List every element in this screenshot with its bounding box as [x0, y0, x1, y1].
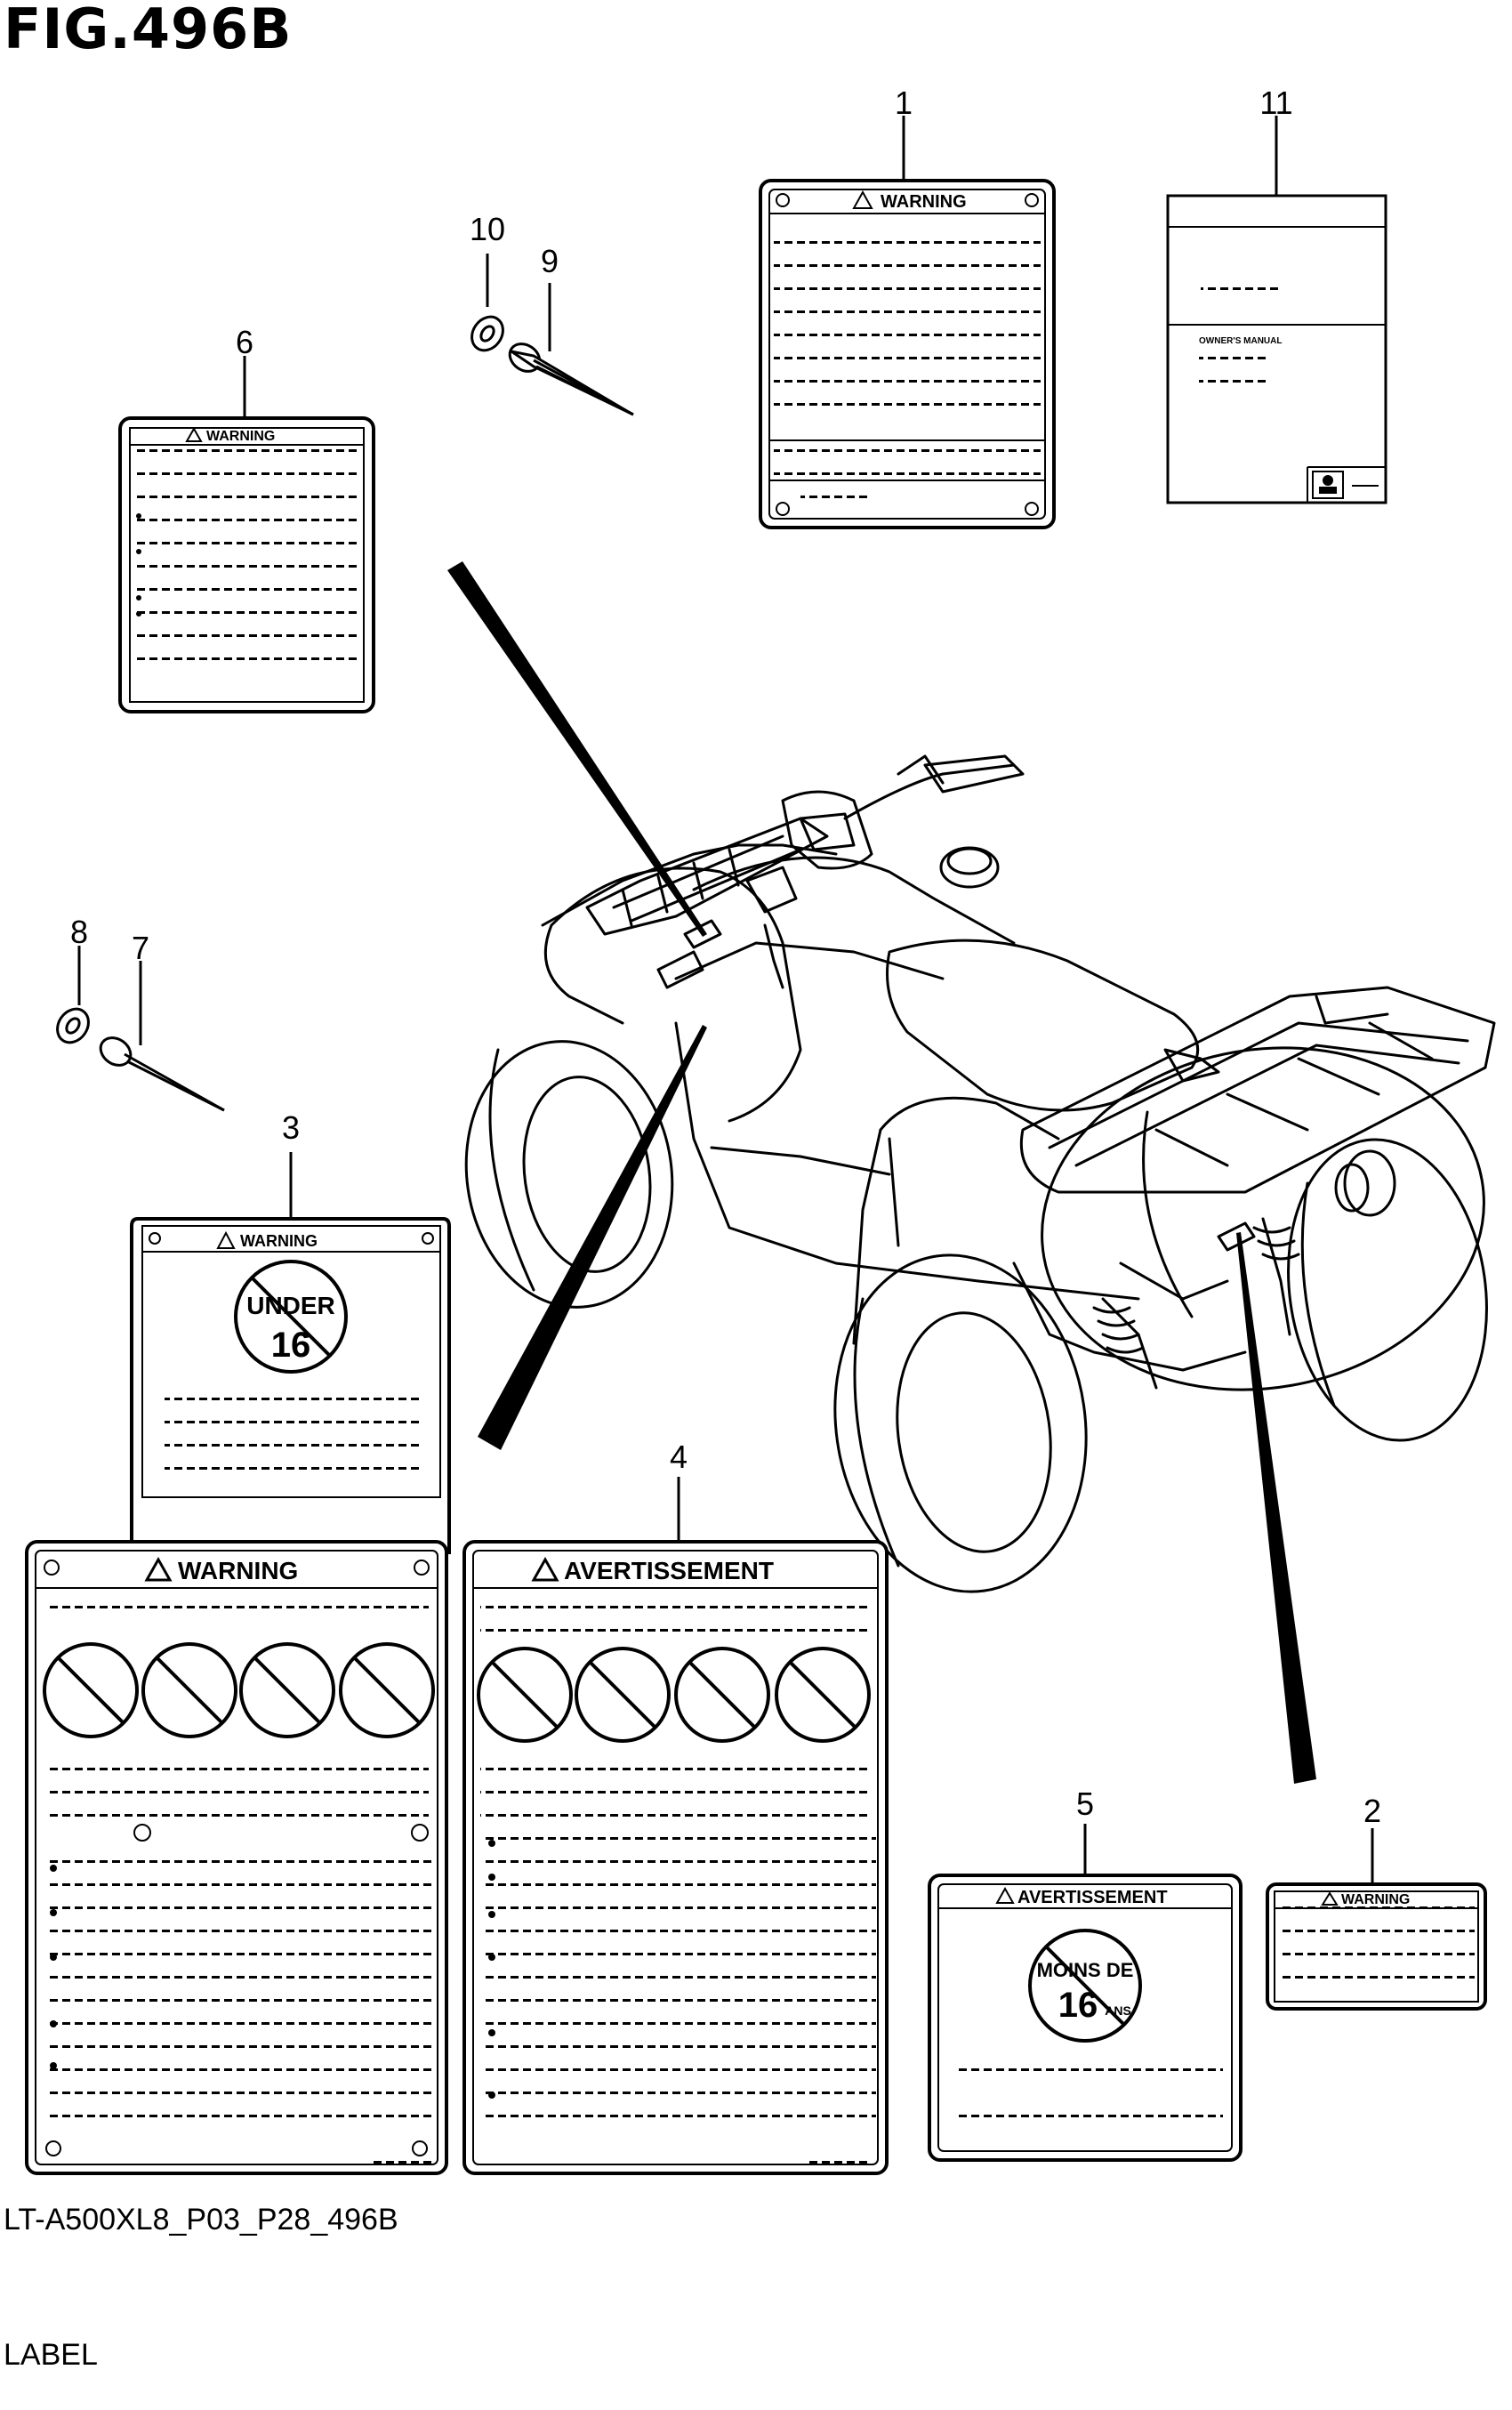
label-3b-header: WARNING — [178, 1557, 298, 1584]
callout-6: 6 — [236, 324, 253, 360]
label-11-owners-manual: OWNER'S MANUAL — [1166, 194, 1387, 504]
callout-7: 7 — [132, 930, 149, 966]
label-3-circle-text-1: UNDER — [246, 1292, 335, 1319]
callout-3: 3 — [282, 1109, 300, 1146]
label-6: WARNING — [118, 416, 375, 713]
figure-name: LABEL — [4, 2338, 98, 2372]
callout-1: 1 — [895, 85, 913, 121]
label-3-warning: WARNING — [25, 1540, 448, 2175]
label-5-circle-text-3: ANS — [1105, 2003, 1131, 2018]
label-3-under-16: WARNING UNDER 16 — [125, 1217, 451, 1554]
leader-wedge-label6 — [447, 561, 707, 937]
atv-illustration — [464, 754, 1496, 1593]
label-1-header: WARNING — [881, 192, 967, 212]
leader-wedges — [447, 561, 1316, 1784]
rivet-9 — [470, 315, 634, 416]
label-2-header: WARNING — [1341, 1892, 1410, 1907]
label-3-circle-text-2: 16 — [271, 1326, 311, 1365]
rivet-7 — [56, 1007, 225, 1112]
callout-5: 5 — [1076, 1785, 1094, 1822]
callout-4: 4 — [670, 1439, 688, 1475]
callout-8: 8 — [70, 914, 88, 950]
label-1: WARNING — [759, 179, 1056, 529]
label-4: AVERTISSEMENT — [462, 1540, 889, 2175]
callout-10: 10 — [470, 211, 505, 247]
figure-code: LT-A500XL8_P03_P28_496B — [4, 2203, 398, 2237]
callout-numbers: 1 2 3 4 5 6 7 8 9 10 11 — [70, 85, 1381, 1829]
label-5-circle-text-2: 16 — [1058, 1986, 1098, 2025]
leader-wedge-label2 — [1236, 1232, 1316, 1784]
label-2: WARNING — [1266, 1882, 1487, 2011]
figure-title: FIG.496B — [4, 0, 293, 61]
label-5-circle-text-1: MOINS DE — [1037, 1959, 1134, 1981]
leader-wedge-label3 — [478, 1025, 707, 1450]
callout-lines — [77, 116, 1374, 1884]
callout-2: 2 — [1363, 1793, 1381, 1829]
label-5-header: AVERTISSEMENT — [1017, 1888, 1168, 1907]
label-6-header: WARNING — [206, 429, 275, 444]
owners-manual-title: OWNER'S MANUAL — [1199, 336, 1282, 346]
label-5: AVERTISSEMENT MOINS DE 16 ANS — [928, 1874, 1243, 2162]
label-4-header: AVERTISSEMENT — [564, 1557, 774, 1584]
callout-9: 9 — [541, 243, 559, 279]
callout-11: 11 — [1259, 85, 1292, 121]
label-3-header: WARNING — [240, 1232, 318, 1250]
